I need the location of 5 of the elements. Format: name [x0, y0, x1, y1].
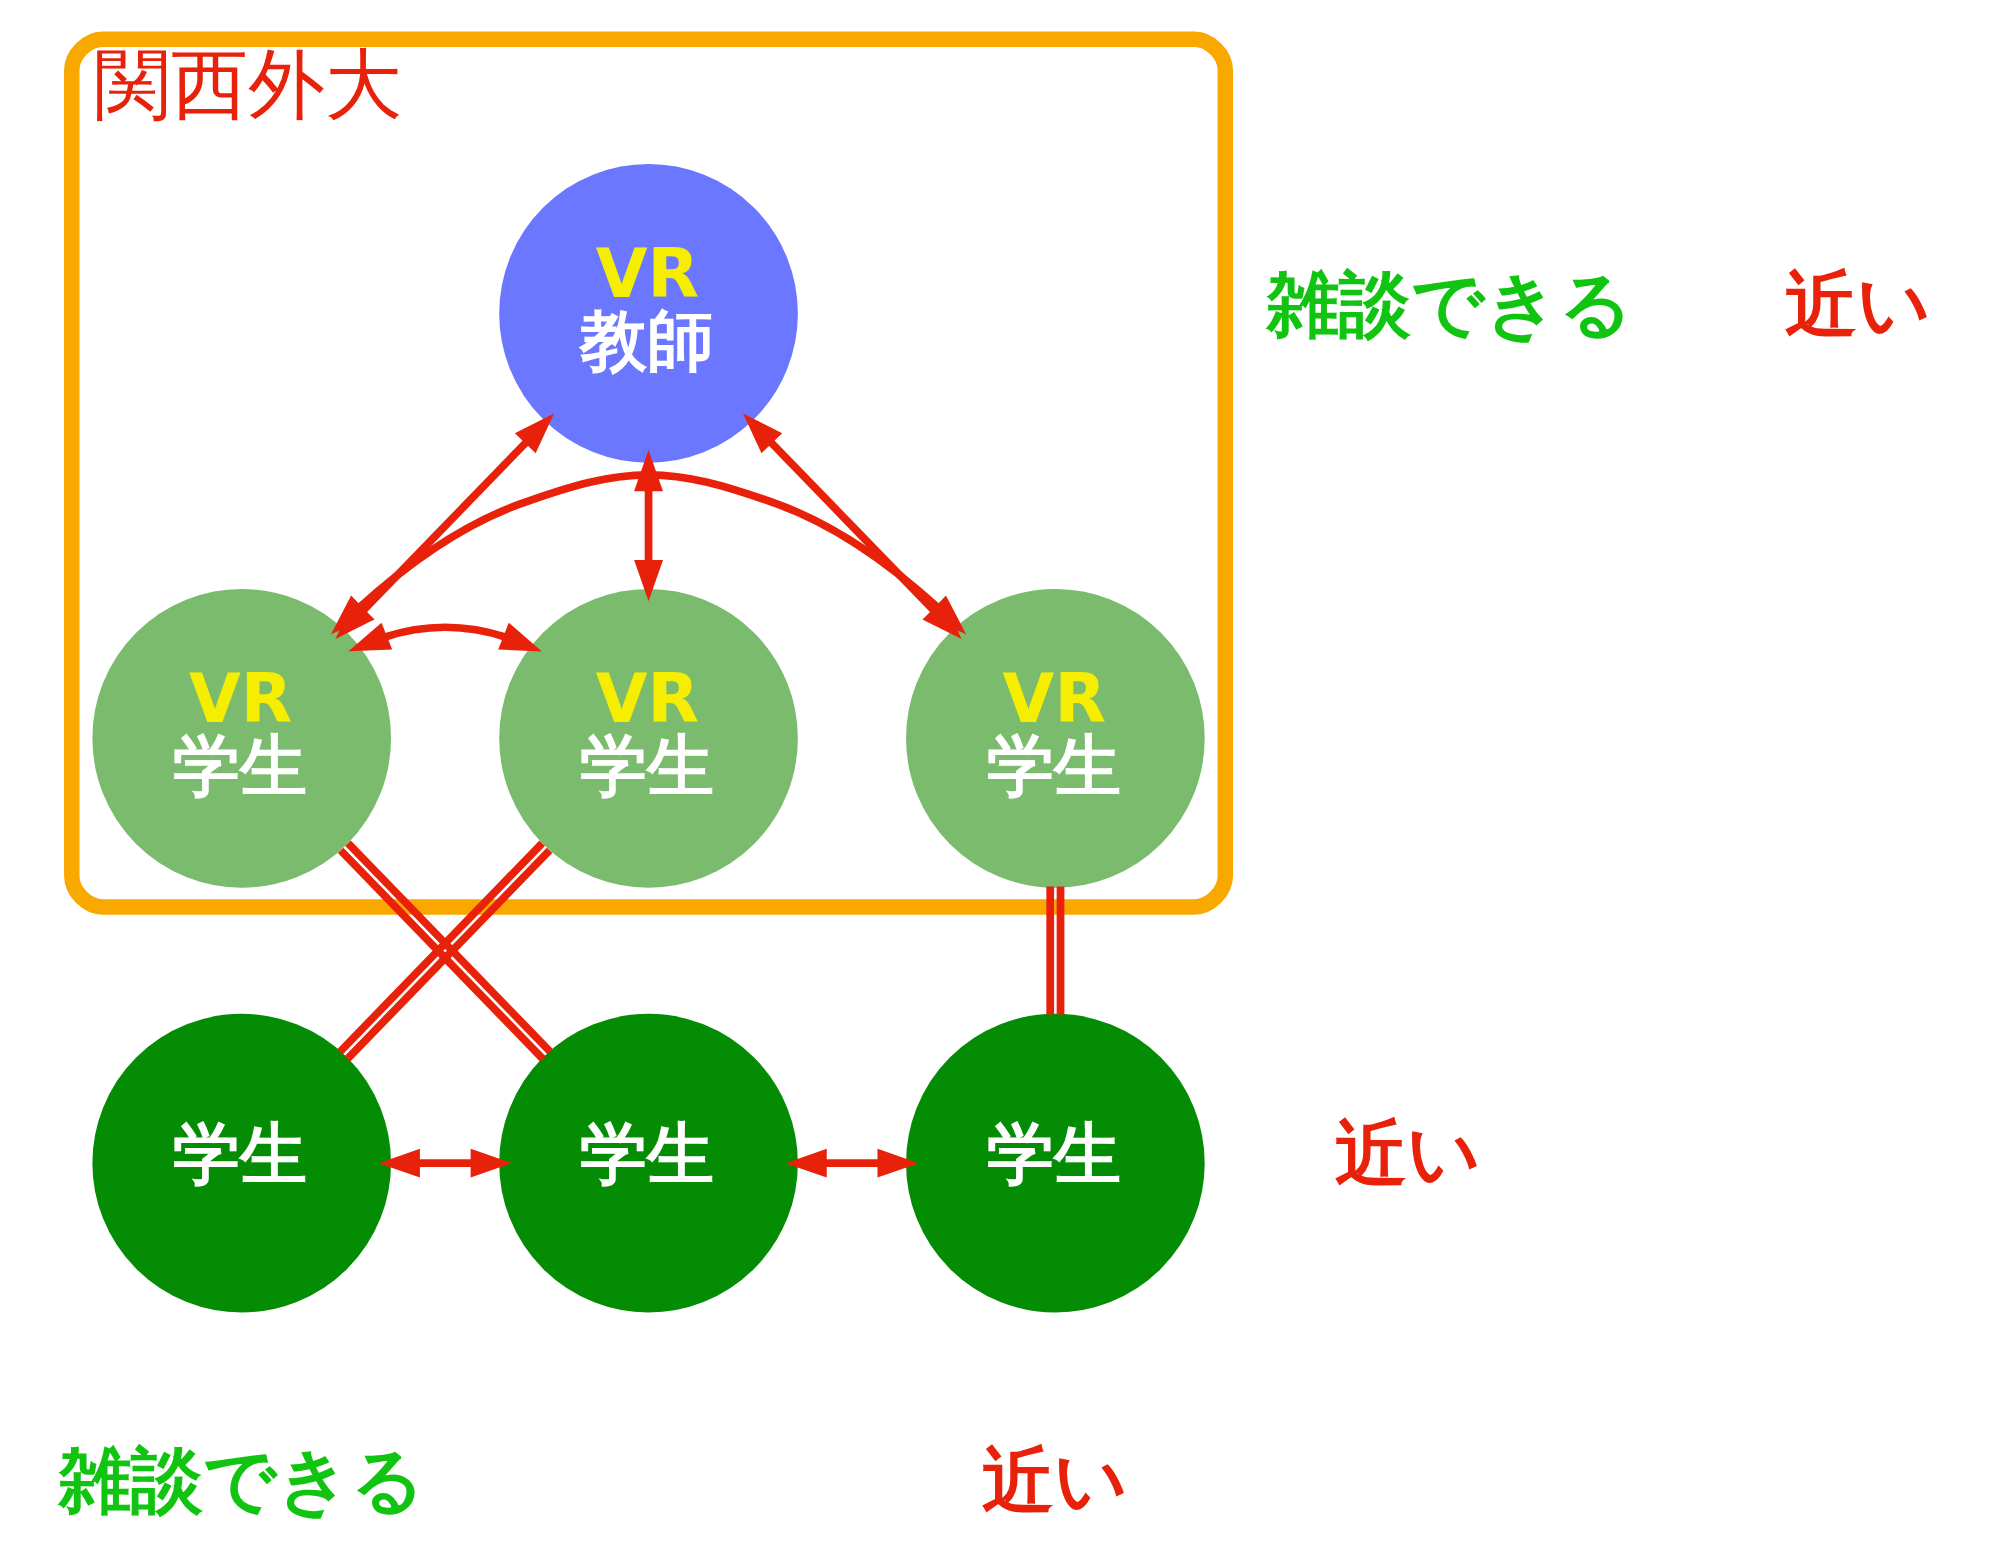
label: 近い [1784, 261, 1931, 346]
label: 近い [1334, 1111, 1481, 1196]
label: 雑談できる [1266, 261, 1632, 346]
label: 雑談できる [58, 1438, 425, 1523]
label: 近い [981, 1438, 1128, 1523]
